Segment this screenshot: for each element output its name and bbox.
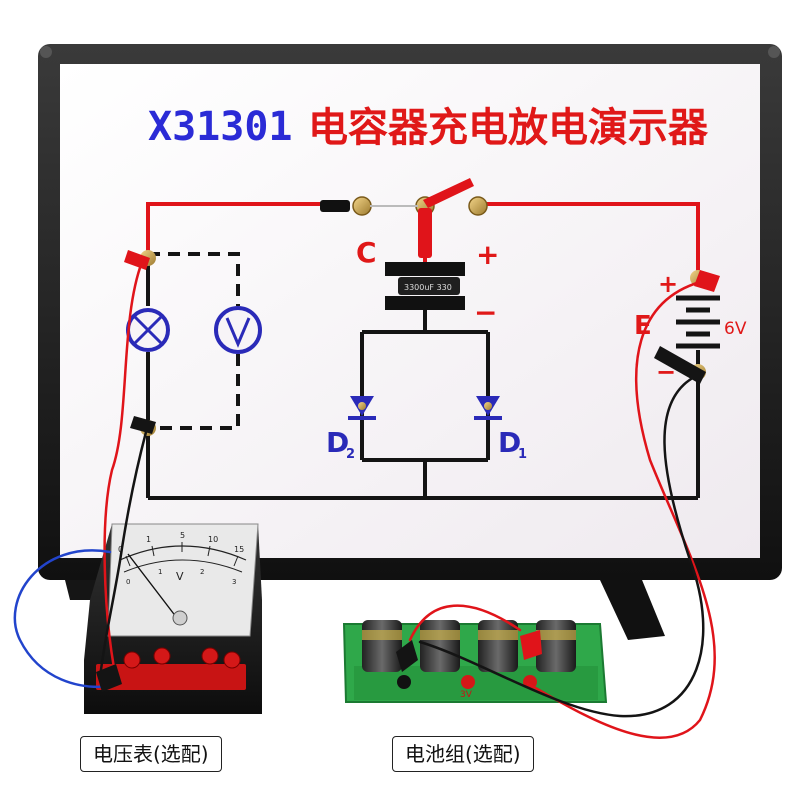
capacitor-minus-label: −: [474, 296, 497, 329]
meter-tick-label: 5: [180, 531, 185, 540]
frame-corner: [768, 46, 780, 58]
meter-terminal[interactable]: [123, 651, 141, 669]
battery-label-e: E: [634, 311, 652, 341]
battery-tray[interactable]: 3V: [342, 620, 608, 703]
voltmeter-symbol: [214, 306, 262, 354]
tray-terminal[interactable]: [397, 675, 411, 689]
meter-needle: [127, 553, 181, 623]
diode-d1-label: D: [498, 426, 521, 459]
meter-lower-tick: 2: [200, 568, 204, 576]
battery-symbol: [676, 295, 720, 349]
capacitor-marking: 3300uF 330: [404, 283, 452, 292]
diode-d1-subscript: 1: [518, 447, 527, 462]
meter-tick-label: 1: [146, 535, 151, 544]
meter-lower-tick: 3: [232, 578, 236, 586]
board-title-model: X31301: [148, 104, 293, 150]
capacitor: 3300uF 330: [385, 262, 465, 310]
voltmeter-device[interactable]: 0 1 5 10 15 0 1 2 3 V: [84, 523, 262, 714]
lamp-symbol: [126, 308, 170, 352]
capacitor-label: C: [356, 236, 377, 269]
battery-voltage-label: 6V: [724, 319, 747, 339]
meter-terminal[interactable]: [153, 647, 171, 665]
tray-voltage-label: 3V: [460, 690, 473, 700]
diode-d2-label: D: [326, 426, 349, 459]
caption-voltmeter: 电压表(选配): [80, 736, 222, 772]
meter-terminal[interactable]: [223, 651, 241, 669]
meter-terminal[interactable]: [201, 647, 219, 665]
alligator-clips: [96, 250, 720, 692]
meter-tick-label: 15: [234, 545, 244, 554]
tray-terminal[interactable]: [461, 675, 475, 689]
capacitor-plus-label: +: [476, 238, 499, 271]
board-panel: [60, 64, 760, 558]
meter-terminal-strip: [96, 664, 246, 690]
battery-plus-label: +: [658, 270, 678, 298]
meter-lower-tick: 1: [158, 568, 162, 576]
meter-unit-label: V: [176, 570, 184, 583]
diode-d2: [348, 396, 376, 420]
battery-cells: [362, 620, 576, 672]
meter-zero-adjust[interactable]: [172, 610, 188, 626]
board-title-name: 电容器充电放电演示器: [308, 105, 709, 151]
caption-battery: 电池组(选配): [392, 736, 534, 772]
diode-d2-subscript: 2: [346, 447, 355, 462]
meter-lower-tick: 0: [126, 578, 130, 586]
knife-switch[interactable]: [320, 178, 488, 258]
meter-tick-label: 10: [208, 535, 218, 544]
frame-corner: [40, 46, 52, 58]
test-leads: [13, 260, 716, 739]
diode-d1: [474, 396, 502, 420]
circuit-dashed-branch: [148, 252, 240, 430]
